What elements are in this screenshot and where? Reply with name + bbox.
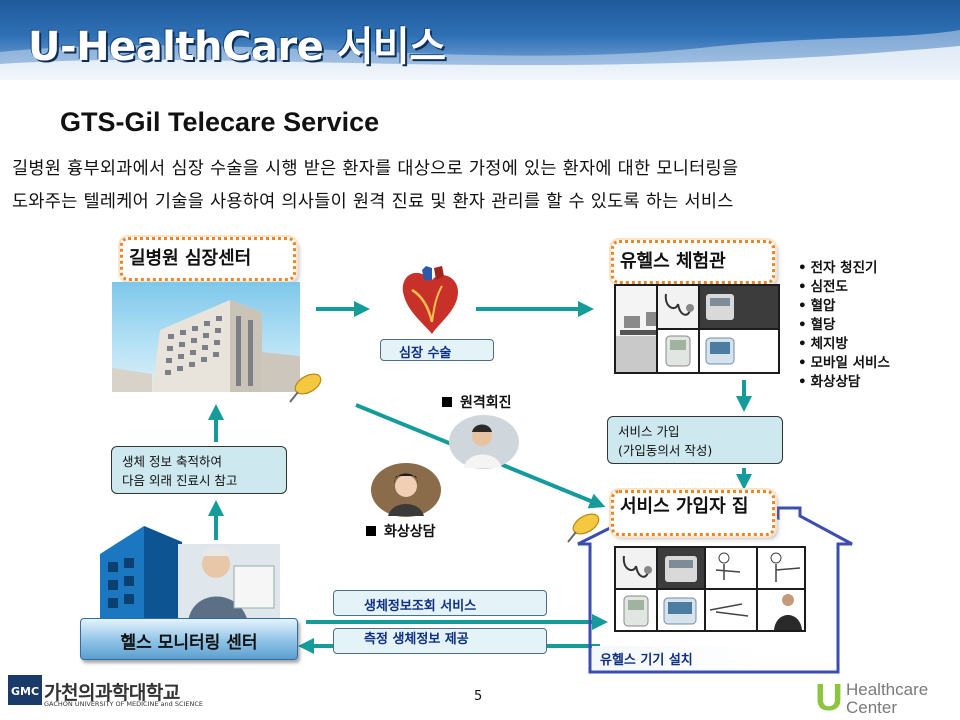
stethoscope-icon [658,286,698,328]
bio-info-line-2: 다음 외래 진료시 참고 [122,473,238,488]
list-item: 모바일 서비스 [798,351,890,371]
doctor-avatar [449,415,519,469]
description-line-2: 도와주는 텔레케어 기술을 사용하여 의사들이 원격 진료 및 환자 관리를 할… [12,192,734,212]
list-item: 혈압 [798,294,890,314]
university-name: 가천의과학대학교 [44,682,180,704]
body-fat-pose-icon [758,590,804,630]
measured-bio-info-label: 측정 생체정보 제공 [333,628,547,654]
ecg-device-icon [700,286,778,328]
list-item: 체지방 [798,332,890,352]
description-line-1: 길병원 흉부외과에서 심장 수술을 시행 받은 환자를 대상으로 가정에 있는 … [12,159,739,179]
monitoring-center-image [100,526,280,622]
list-item: 심전도 [798,275,890,295]
device-install-label: 유헬스 기기 설치 [592,646,764,670]
remote-rounds-label: 원격회진 [442,392,512,412]
patient-avatar [371,463,441,517]
service-signup-box: 서비스 가입 (가입동의서 작성) [607,416,783,464]
university-subtitle: GACHON UNIVERSITY OF MEDICINE and SCIENC… [44,700,204,708]
bio-info-lookup-service-label: 생체정보조회 서비스 [333,590,547,616]
blood-pressure-device-icon [658,590,704,630]
glucose-meter-icon [616,590,656,630]
banner-wave-decoration [0,30,960,80]
experience-center-label: 유헬스 체험관 [611,240,775,284]
measuring-pose-icon [706,590,756,630]
healthcare-center-logo-icon: U [815,677,842,716]
signup-title: 서비스 가입 [618,424,680,439]
hospital-label: 길병원 심장센터 [120,237,296,281]
subscriber-home-label: 서비스 가입자 집 [611,490,775,536]
bio-info-line-1: 생체 정보 축적하여 [122,454,222,469]
header-banner [0,0,960,80]
service-subtitle: GTS-Gil Telecare Service [60,107,380,137]
brand-name-line-2: Center [846,698,898,717]
measuring-pose-icon [758,548,804,588]
page-number: 5 [474,689,483,704]
experience-devices-grid [614,284,780,374]
page-title: U-HealthCare 서비스 [28,24,446,70]
stethoscope-icon [616,548,656,588]
heart-icon [402,266,458,334]
experience-items-list: 전자 청진기 심전도 혈압 혈당 체지방 모바일 서비스 화상상담 [798,256,890,390]
experience-room-photo [616,286,656,372]
measuring-pose-icon [706,548,756,588]
signup-note: (가입동의서 작성) [618,443,713,458]
university-logo-icon: GMC [8,675,42,705]
satellite-dish-icon [289,373,322,403]
list-item: 화상상담 [798,370,890,390]
building-icon [112,300,300,392]
list-item: 혈당 [798,313,890,333]
video-consult-label: 화상상담 [366,521,436,541]
university-logo-text: GMC [11,685,39,698]
home-devices-grid [614,546,806,632]
brand-name-line-1: Healthcare [846,680,929,699]
list-item: 전자 청진기 [798,256,890,276]
health-monitoring-center-label: 헬스 모니터링 센터 [80,618,298,660]
heart-surgery-label: 심장 수술 [380,339,494,361]
hospital-building-image [112,282,300,392]
blood-pressure-device-icon [700,330,778,372]
brand-mark: U [815,677,842,716]
house-outline [577,488,853,674]
glucose-meter-icon [658,330,698,372]
satellite-dish-icon [567,513,600,543]
bio-info-accumulate-box: 생체 정보 축적하여 다음 외래 진료시 참고 [111,446,287,494]
ecg-device-icon [658,548,704,588]
